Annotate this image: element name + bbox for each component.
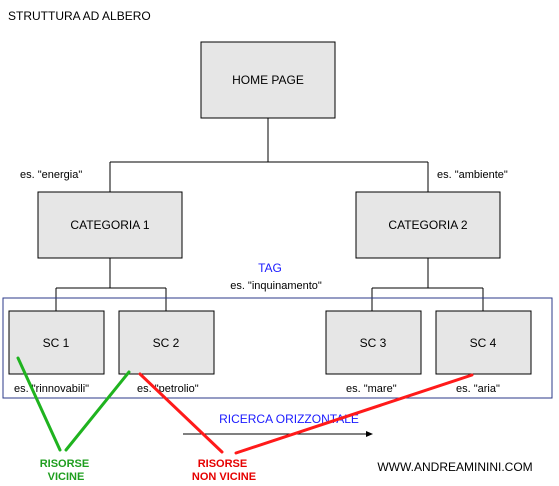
node-categoria-2: CATEGORIA 2	[355, 191, 501, 259]
diagram-title: STRUTTURA AD ALBERO	[8, 9, 151, 23]
node-categoria-1-label: CATEGORIA 1	[70, 218, 149, 232]
node-sc-1: SC 1	[8, 310, 105, 375]
node-sc-2: SC 2	[118, 310, 215, 375]
label-inquinamento: es. "inquinamento"	[230, 280, 322, 292]
label-rinnovabili: es. "rinnovabili"	[14, 383, 89, 395]
node-sc-4-label: SC 4	[470, 336, 497, 350]
label-petrolio: es. "petrolio"	[137, 383, 199, 395]
node-sc-4: SC 4	[435, 310, 532, 375]
node-sc-2-label: SC 2	[153, 336, 180, 350]
far-resources-lines	[138, 372, 474, 455]
tree-connectors	[55, 118, 484, 311]
caption-risorse-vicine-line-1: RISORSE	[40, 458, 90, 470]
node-home-page-label: HOME PAGE	[232, 73, 304, 87]
node-sc-3-label: SC 3	[360, 336, 387, 350]
label-ambiente: es. "ambiente"	[437, 169, 508, 181]
caption-risorse-non-vicine-line-2: NON VICINE	[192, 471, 256, 483]
label-mare: es. "mare"	[346, 383, 397, 395]
node-categoria-1: CATEGORIA 1	[37, 191, 183, 259]
node-categoria-2-label: CATEGORIA 2	[388, 218, 467, 232]
caption-risorse-vicine-line-2: VICINE	[48, 471, 85, 483]
website-credit: WWW.ANDREAMININI.COM	[377, 460, 532, 474]
label-tag: TAG	[258, 261, 282, 275]
node-sc-3: SC 3	[325, 310, 422, 375]
tag-frame	[2, 297, 553, 399]
node-sc-1-label: SC 1	[43, 336, 70, 350]
label-energia: es. "energia"	[20, 169, 82, 181]
label-aria: es. "aria"	[456, 383, 500, 395]
node-home-page: HOME PAGE	[200, 41, 336, 119]
near-resources-lines	[16, 356, 131, 452]
horizontal-search-arrow	[183, 431, 373, 437]
caption-risorse-vicine: RISORSE VICINE	[40, 458, 93, 483]
caption-risorse-non-vicine: RISORSE NON VICINE	[192, 458, 256, 483]
caption-risorse-non-vicine-line-1: RISORSE	[198, 458, 248, 470]
